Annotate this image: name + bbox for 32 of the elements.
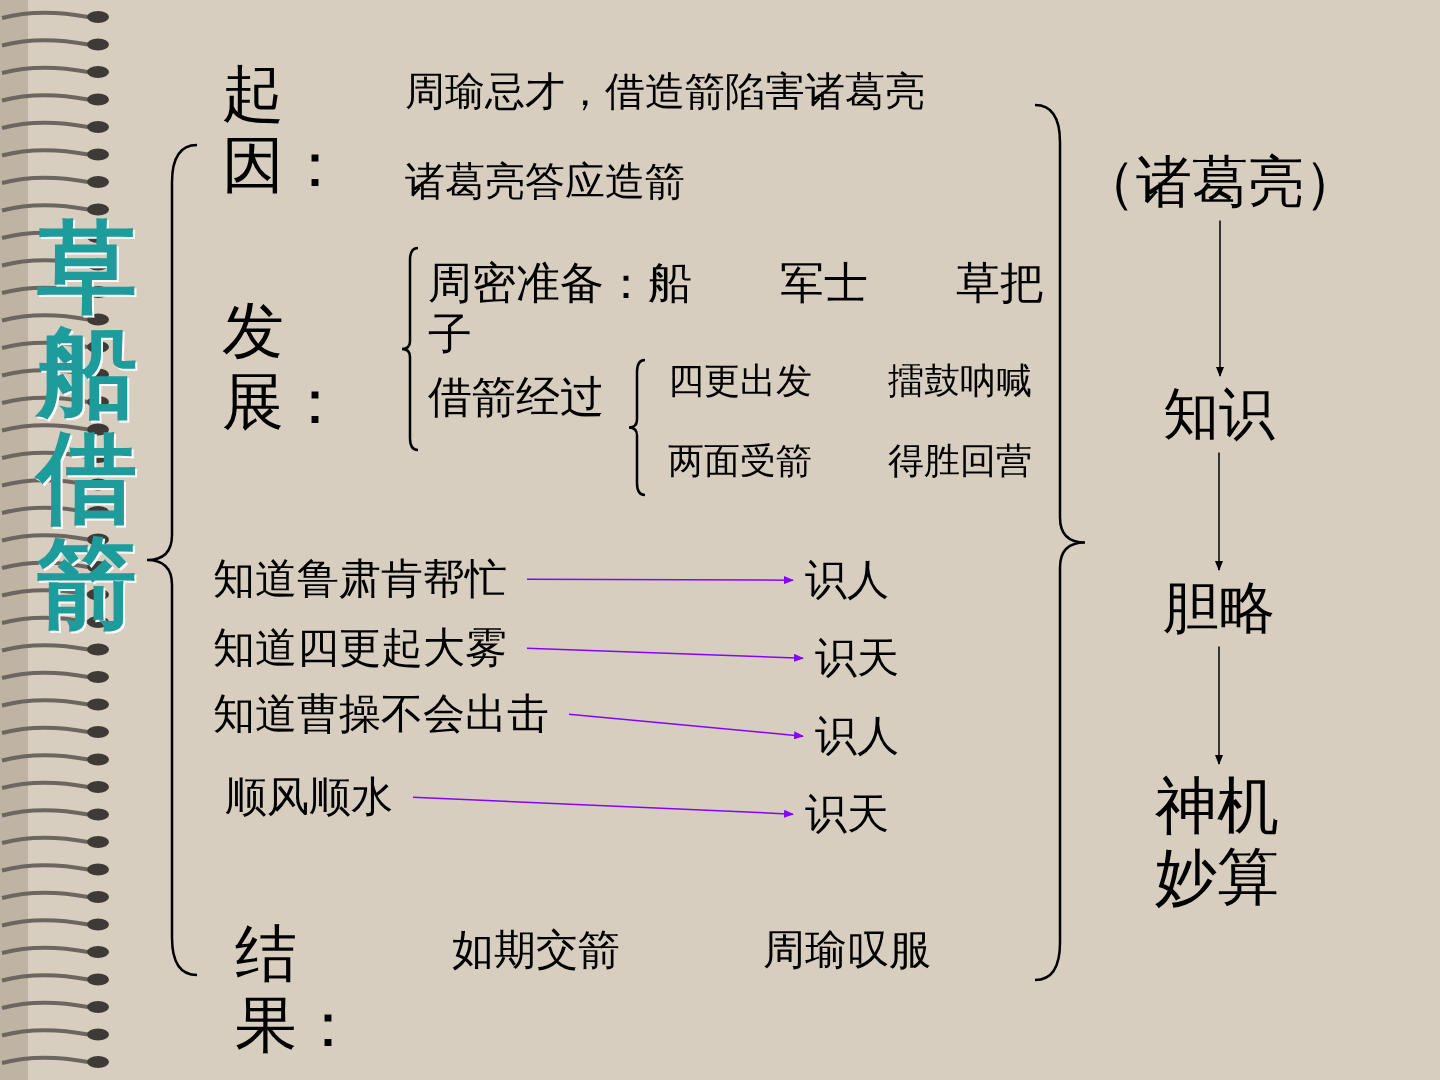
node-text: 知道曹操不会出击 (213, 690, 549, 739)
node-text: 顺风顺水 (225, 773, 393, 822)
node-text: 借箭经过 (428, 372, 604, 423)
node-text: 胆略 (1163, 576, 1275, 641)
node-text: 知识 (1163, 382, 1275, 447)
node-text: 结果： (235, 918, 335, 1061)
node-text: 两面受箭 (668, 440, 812, 482)
arrow (412, 796, 794, 818)
node-text: 周瑜忌才，借造箭陷害诸葛亮 (405, 68, 925, 114)
node-text: 得胜回营 (888, 440, 1032, 482)
arrow (1215, 645, 1223, 765)
node-text: 擂鼓呐喊 (888, 360, 1032, 402)
arrow (526, 576, 794, 585)
node-text: 神机妙算 (1155, 770, 1285, 913)
arrow (568, 713, 804, 740)
node-text: 知道鲁肃肯帮忙 (213, 555, 507, 604)
node-text: 知道四更起大雾 (213, 624, 507, 673)
node-text: 周密准备：船 军士 草把子 (428, 258, 1048, 360)
node-text: 起因： (222, 58, 322, 201)
node-text: 识人 (805, 556, 889, 605)
node-text: 诸葛亮答应造箭 (405, 158, 685, 204)
node-text: 发展： (222, 295, 322, 438)
node-text: 如期交箭 (452, 926, 620, 975)
node-text: 识人 (815, 712, 899, 761)
node-text: 周瑜叹服 (763, 926, 931, 975)
node-text: 识天 (815, 634, 899, 683)
arrow (1215, 451, 1223, 571)
node-text: （诸葛亮） (1080, 150, 1360, 215)
node-text: 识天 (805, 790, 889, 839)
node-text: 四更出发 (668, 360, 812, 402)
arrow (526, 647, 804, 662)
arrow (1216, 219, 1224, 377)
